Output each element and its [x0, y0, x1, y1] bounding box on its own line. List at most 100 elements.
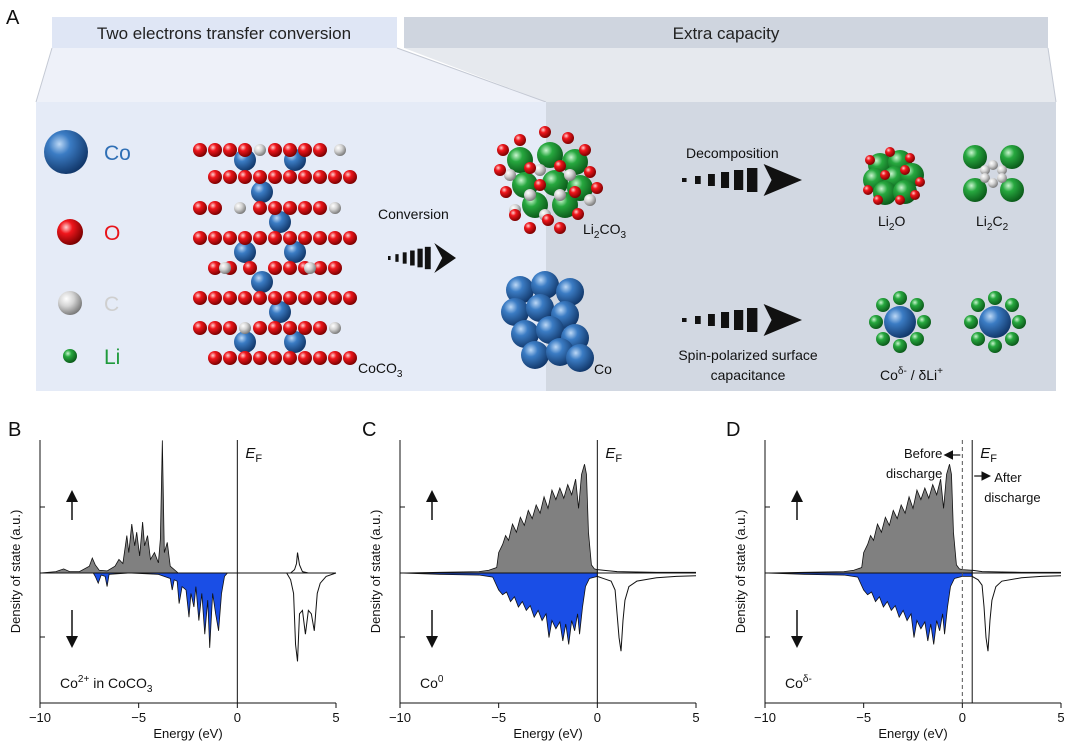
- li-atom: [1000, 178, 1024, 202]
- arrow-dash: [708, 314, 715, 326]
- o-atom: [534, 179, 546, 191]
- arrow-dash: [721, 312, 730, 328]
- c-atom: [524, 189, 536, 201]
- o-atom: [298, 231, 312, 245]
- li-atom: [876, 298, 891, 313]
- spin-down-dos-area: [92, 572, 229, 648]
- c-atom: [329, 322, 341, 334]
- li-atom: [963, 145, 987, 169]
- atom-legend: Co O C Li: [44, 130, 131, 369]
- c-atom: [988, 160, 998, 170]
- o-atom: [268, 351, 282, 365]
- spin-up-dos-area: [39, 440, 180, 574]
- o-atom: [298, 143, 312, 157]
- co-atom: [536, 316, 564, 344]
- o-atom: [313, 291, 327, 305]
- x-tick-label: 5: [692, 710, 699, 725]
- o-atom: [863, 185, 873, 195]
- o-atom: [313, 321, 327, 335]
- co-cluster: [501, 271, 594, 372]
- li2o-cluster: [863, 147, 925, 205]
- x-tick-label: −5: [491, 710, 506, 725]
- c-atom: [239, 322, 251, 334]
- before-discharge-label: Before: [904, 446, 942, 461]
- co-delta-cluster-2: [964, 291, 1026, 353]
- o-atom: [880, 170, 890, 180]
- spin-up-dos-line: [237, 552, 336, 574]
- o-atom: [298, 170, 312, 184]
- c-atom: [584, 194, 596, 206]
- legend-li-sphere: [63, 349, 77, 363]
- o-atom: [591, 182, 603, 194]
- o-atom: [283, 170, 297, 184]
- o-atom: [343, 170, 357, 184]
- c-atom: [980, 165, 990, 175]
- fermi-level-label: EF: [245, 445, 262, 465]
- panel-a: A Two electrons transfer conversion Extr…: [6, 7, 1057, 391]
- o-atom: [193, 291, 207, 305]
- o-atom: [313, 231, 327, 245]
- o-atom: [193, 201, 207, 215]
- co-atom: [884, 306, 916, 338]
- o-atom: [253, 291, 267, 305]
- x-tick-label: −5: [131, 710, 146, 725]
- o-atom: [223, 231, 237, 245]
- o-atom: [497, 144, 509, 156]
- x-tick-label: 0: [234, 710, 241, 725]
- header-right-title: Extra capacity: [673, 24, 780, 43]
- li2c2-label: Li2C2: [976, 213, 1009, 233]
- o-atom: [283, 261, 297, 275]
- o-atom: [328, 231, 342, 245]
- o-atom: [313, 261, 327, 275]
- o-atom: [524, 162, 536, 174]
- fermi-level-label: EF: [605, 445, 622, 465]
- arrow-dash: [402, 252, 407, 264]
- x-tick-label: −5: [856, 710, 871, 725]
- co-cluster-label: Co: [594, 361, 612, 377]
- o-atom: [514, 134, 526, 146]
- o-atom: [554, 160, 566, 172]
- o-atom: [193, 231, 207, 245]
- li-atom: [971, 331, 986, 346]
- li2co3-cluster: [494, 126, 603, 234]
- species-annotation: Co2+ in CoCO3: [60, 674, 153, 695]
- o-atom: [298, 321, 312, 335]
- arrow-dash: [417, 248, 423, 268]
- species-annotation: Coδ-: [785, 674, 812, 691]
- o-atom: [579, 144, 591, 156]
- c-atom: [234, 202, 246, 214]
- o-atom: [539, 126, 551, 138]
- fermi-level-label: EF: [980, 445, 997, 465]
- legend-c-sphere: [58, 291, 82, 315]
- arrow-dash: [734, 170, 744, 190]
- o-atom: [208, 261, 222, 275]
- o-atom: [268, 291, 282, 305]
- header-left-box: [52, 17, 397, 48]
- li2c2-cluster: [963, 145, 1024, 202]
- co-atom: [284, 331, 306, 353]
- o-atom: [584, 166, 596, 178]
- legend-c-label: C: [104, 293, 119, 316]
- li-atom: [909, 298, 924, 313]
- arrow-dash: [424, 246, 431, 270]
- o-atom: [500, 186, 512, 198]
- coco3-label: CoCO3: [358, 360, 403, 380]
- o-atom: [208, 201, 222, 215]
- arrow-dash: [708, 174, 715, 186]
- o-atom: [208, 291, 222, 305]
- c-atom: [334, 144, 346, 156]
- o-atom: [572, 208, 584, 220]
- co-delta-cluster-1: [869, 291, 931, 353]
- o-atom: [223, 170, 237, 184]
- arrow-dash: [388, 256, 391, 260]
- co-atom: [506, 276, 534, 304]
- c-atom: [304, 262, 316, 274]
- arrow-dash: [734, 310, 744, 330]
- arrow-dash: [695, 316, 701, 324]
- li-atom: [893, 291, 907, 305]
- x-tick-label: 5: [1057, 710, 1064, 725]
- li-atom: [1004, 331, 1019, 346]
